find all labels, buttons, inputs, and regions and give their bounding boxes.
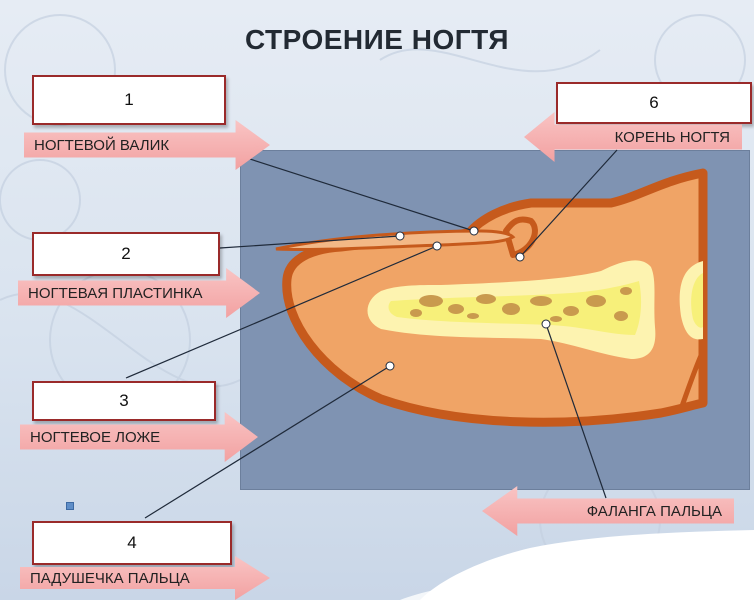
answer-box-1-number: 1: [124, 90, 134, 109]
answer-box-6-number: 6: [649, 93, 659, 112]
nail-anatomy-illustration: [275, 168, 708, 427]
answer-box-2[interactable]: 2: [32, 232, 220, 276]
nail-diagram-panel: [240, 150, 750, 490]
slide-marker-square: [66, 502, 74, 510]
label-phalanx: ФАЛАНГА ПАЛЬЦА: [482, 486, 734, 536]
answer-box-1[interactable]: 1: [32, 75, 226, 125]
answer-box-2-number: 2: [121, 244, 131, 263]
answer-box-4-number: 4: [127, 533, 137, 552]
white-overlay-smudge: [400, 530, 754, 600]
answer-box-4[interactable]: 4: [32, 521, 232, 565]
page-title: СТРОЕНИЕ НОГТЯ: [245, 24, 509, 55]
label-nail-fold: НОГТЕВОЙ ВАЛИК: [24, 120, 270, 170]
answer-box-3-number: 3: [119, 391, 129, 410]
answer-box-6[interactable]: 6: [556, 82, 752, 124]
answer-box-3[interactable]: 3: [32, 381, 216, 421]
